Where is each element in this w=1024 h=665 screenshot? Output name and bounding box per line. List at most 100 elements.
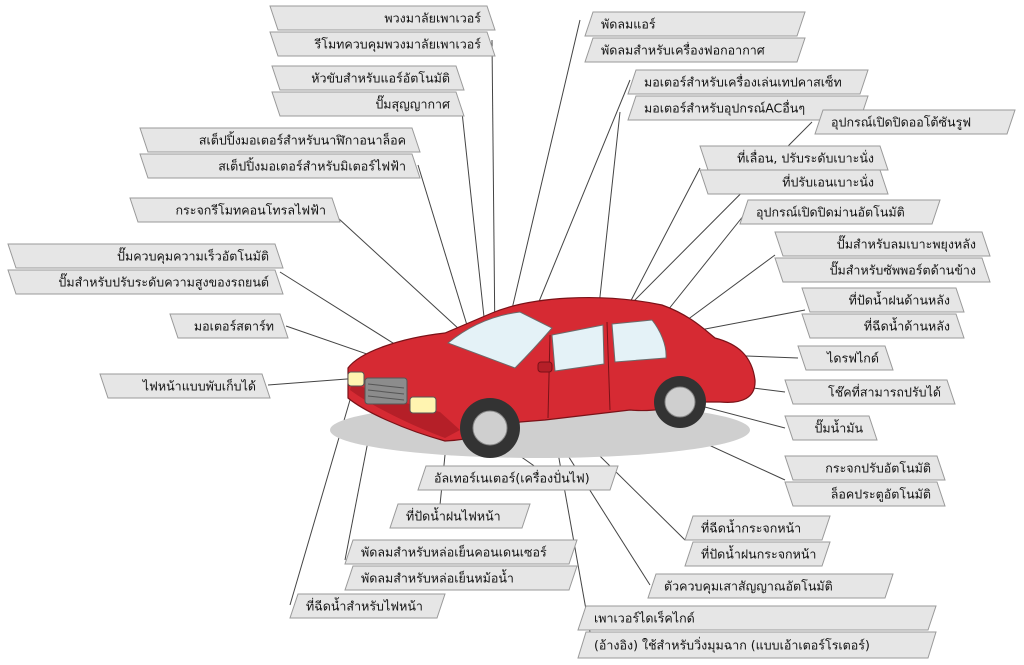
label-text: พัดลมสำหรับหล่อเย็นหม้อน้ำ — [361, 569, 514, 586]
label-drive-guide: ไดรฟไกด์ — [797, 345, 894, 371]
label-text: พัดลมสำหรับเครื่องฟอกอากาศ — [601, 42, 765, 58]
car-illustration — [330, 297, 756, 458]
side-mirror — [537, 361, 553, 373]
label-box — [784, 481, 946, 507]
label-text: มอเตอร์สตาร์ท — [194, 319, 274, 334]
label-box — [99, 373, 271, 399]
label-text: กระจกรีโมทคอนโทรลไฟฟ้า — [175, 203, 326, 218]
label-text: ที่ปัดน้ำฝนไฟหน้า — [406, 507, 501, 524]
label-text: ปั๊มสำหรับซัพพอร์ตด้านข้าง — [830, 261, 976, 278]
label-headlight-wiper: ที่ปัดน้ำฝนไฟหน้า — [389, 503, 531, 529]
label-ac-head: หัวขับสำหรับแอร์อัตโนมัติ — [271, 65, 465, 91]
label-box — [169, 313, 289, 339]
label-alternator: อัลเทอร์เนเตอร์(เครื่องปั่นไฟ) — [417, 465, 619, 491]
label-box — [577, 631, 937, 659]
label-box — [389, 503, 531, 529]
label-box — [139, 127, 421, 153]
label-ac-motor: มอเตอร์สำหรับอุปกรณ์ACอื่นๆ — [627, 95, 869, 121]
label-text: ปั๊มควบคุมความเร็วอัตโนมัติ — [117, 247, 269, 265]
label-box — [797, 345, 894, 371]
label-windshield-washer: ที่ฉีดน้ำกระจกหน้า — [684, 515, 831, 541]
label-box — [269, 5, 496, 31]
label-height-pump: ปั๊มสำหรับปรับระดับความสูงของรถยนต์ — [7, 269, 284, 295]
label-box — [344, 539, 578, 565]
label-text: มอเตอร์สำหรับอุปกรณ์ACอื่นๆ — [644, 100, 805, 117]
left-headlight — [347, 371, 365, 387]
rear-door-window — [611, 319, 667, 363]
label-box — [129, 197, 341, 223]
door-seam — [606, 321, 611, 411]
label-text: อุปกรณ์เปิดปิดม่านอัตโนมัติ — [756, 205, 905, 221]
label-text: ที่ปัดน้ำฝนกระจกหน้า — [701, 545, 816, 562]
label-side-support-pump: ปั๊มสำหรับซัพพอร์ตด้านข้าง — [774, 257, 991, 283]
label-rear-washer: ที่ฉีดน้ำด้านหลัง — [801, 313, 965, 339]
label-box — [584, 37, 806, 63]
label-text: ปั๊มสำหรับลมเบาะพยุงหลัง — [837, 235, 976, 253]
label-box — [417, 465, 619, 491]
label-power-drive-guide: เพาเวอร์ไดเร็คไกด์ — [577, 605, 937, 631]
label-box — [801, 313, 965, 339]
label-text: หัวขับสำหรับแอร์อัตโนมัติ — [311, 71, 450, 86]
label-text: พัดลมแอร์ — [601, 17, 656, 32]
label-text: รีโมทควบคุมพวงมาลัยเพาเวอร์ — [314, 37, 481, 53]
label-auto-door-lock: ล็อคประตูอัตโนมัติ — [784, 481, 946, 507]
label-text: โช๊คที่สามารถปรับได้ — [828, 384, 941, 400]
label-box — [289, 593, 446, 619]
label-seat-slide: ที่เลื่อน, ปรับระดับเบาะนั่ง — [699, 145, 889, 171]
label-text: สเต็ปปิ้งมอเตอร์สำหรับนาฬิกาอนาล็อค — [199, 131, 406, 148]
label-text: สเต็ปปิ้งมอเตอร์สำหรับมิเตอร์ไฟฟ้า — [218, 157, 406, 174]
label-adjustable-shock: โช๊คที่สามารถปรับได้ — [784, 379, 956, 405]
right-headlight — [409, 396, 437, 414]
label-starter-motor: มอเตอร์สตาร์ท — [169, 313, 289, 339]
label-text: ปั๊มสำหรับปรับระดับความสูงของรถยนต์ — [58, 273, 269, 291]
label-box — [699, 169, 889, 195]
label-radiator-fan: พัดลมสำหรับหล่อเย็นหม้อน้ำ — [344, 565, 578, 591]
label-text: ไฟหน้าแบบพับเก็บได้ — [142, 379, 256, 394]
label-lumbar-pump: ปั๊มสำหรับลมเบาะพยุงหลัง — [774, 231, 991, 257]
label-box — [271, 91, 465, 117]
label-text: ที่ปัดน้ำฝนด้านหลัง — [849, 291, 950, 308]
label-box — [784, 455, 946, 481]
label-auto-speed-pump: ปั๊มควบคุมความเร็วอัตโนมัติ — [7, 243, 284, 269]
label-headlight-washer: ที่ฉีดน้ำสำหรับไฟหน้า — [289, 593, 446, 619]
label-box — [774, 231, 991, 257]
front-wheel — [460, 398, 520, 458]
label-box — [584, 11, 806, 37]
label-box — [684, 541, 831, 567]
label-rear-wiper: ที่ปัดน้ำฝนด้านหลัง — [801, 287, 965, 313]
label-condenser-fan: พัดลมสำหรับหล่อเย็นคอนเดนเซอร์ — [344, 539, 578, 565]
label-seat-recline: ที่ปรับเอนเบาะนั่ง — [699, 169, 889, 195]
label-box — [577, 605, 937, 631]
front-door-window — [551, 324, 605, 372]
label-power-drive-guide-note: (อ้างอิง) ใช้สำหรับวิ่งมุมฉาก (แบบเอ้าเต… — [577, 631, 937, 659]
label-layer: พวงมาลัยเพาเวอร์รีโมทควบคุมพวงมาลัยเพาเว… — [7, 5, 1016, 659]
label-power-steering-remote: รีโมทควบคุมพวงมาลัยเพาเวอร์ — [269, 31, 496, 57]
label-text: ปั๊มน้ำมัน — [814, 419, 863, 436]
label-text: มอเตอร์สำหรับเครื่องเล่นเทปคาสเซ็ท — [644, 74, 842, 90]
label-text: ที่ฉีดน้ำด้านหลัง — [864, 317, 950, 334]
label-stepping-motor-nav: สเต็ปปิ้งมอเตอร์สำหรับนาฬิกาอนาล็อค — [139, 127, 421, 153]
label-remote-mirror: กระจกรีโมทคอนโทรลไฟฟ้า — [129, 197, 341, 223]
label-box — [814, 109, 1016, 135]
label-auto-antenna: ตัวควบคุมเสาสัญญาณอัตโนมัติ — [647, 573, 894, 599]
label-text: เพาเวอร์ไดเร็คไกด์ — [594, 611, 695, 626]
label-text: ตัวควบคุมเสาสัญญาณอัตโนมัติ — [664, 579, 833, 595]
rear-wheel — [654, 376, 706, 428]
label-text: ที่เลื่อน, ปรับระดับเบาะนั่ง — [737, 150, 874, 166]
label-box — [139, 153, 421, 179]
label-power-steering: พวงมาลัยเพาเวอร์ — [269, 5, 496, 31]
label-box — [344, 565, 578, 591]
label-text: ปั๊มสุญญากาศ — [375, 95, 450, 113]
label-text: กระจกปรับอัตโนมัติ — [825, 461, 931, 476]
label-text: ที่ฉีดน้ำสำหรับไฟหน้า — [306, 597, 423, 614]
label-stepping-motor-meter: สเต็ปปิ้งมอเตอร์สำหรับมิเตอร์ไฟฟ้า — [139, 153, 421, 179]
label-auto-curtain: อุปกรณ์เปิดปิดม่านอัตโนมัติ — [739, 199, 941, 225]
label-box — [774, 257, 991, 283]
label-auto-window: กระจกปรับอัตโนมัติ — [784, 455, 946, 481]
label-windshield-wiper: ที่ปัดน้ำฝนกระจกหน้า — [684, 541, 831, 567]
label-text: อุปกรณ์เปิดปิดออโต้ซันรูฟ — [831, 115, 971, 131]
label-text: ล็อคประตูอัตโนมัติ — [831, 487, 931, 503]
label-cassette-motor: มอเตอร์สำหรับเครื่องเล่นเทปคาสเซ็ท — [627, 69, 869, 95]
